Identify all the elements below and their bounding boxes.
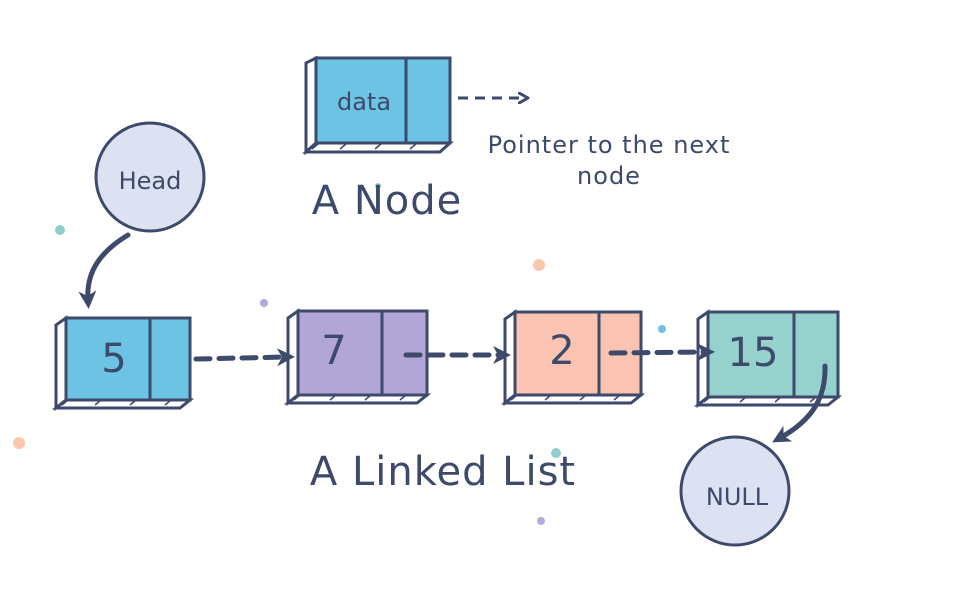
legend-node-fill [314, 56, 452, 145]
decor-dot-teal-2 [551, 448, 561, 458]
list-node-2-value: 7 [321, 328, 346, 374]
decor-dot-purple-2 [537, 517, 545, 525]
decor-dot-teal [55, 225, 65, 235]
pointer-arrow-1-2 [193, 348, 295, 367]
head-circle [94, 121, 206, 233]
list-node-3-fill [513, 310, 643, 397]
null-label: NULL [706, 483, 769, 511]
decor-dot-orange [533, 259, 545, 271]
decor-dot-purple [260, 299, 268, 307]
null-terminator: NULL [679, 435, 791, 547]
list-node-3: 2 [500, 309, 646, 407]
pointer-caption-line1: Pointer to the next [488, 131, 731, 159]
list-node-1-value: 5 [101, 336, 126, 382]
list-node-4-value: 15 [728, 330, 779, 376]
head-pointer: Head [78, 121, 206, 309]
decor-dot-teal-3 [375, 183, 381, 189]
list-node-4: 15 [693, 309, 843, 409]
decor-dot-orange-2 [13, 437, 25, 449]
decor-dot-blue [658, 325, 666, 333]
linked-list-title: A Linked List [310, 449, 576, 495]
legend-data-label: data [337, 88, 391, 116]
head-label: Head [119, 167, 182, 195]
legend-node-box: data [302, 55, 454, 156]
null-arrow [772, 363, 828, 443]
list-node-3-value: 2 [549, 328, 574, 374]
list-node-1-fill [64, 316, 192, 402]
pointer-caption-line2: node [577, 162, 641, 190]
pointer-arrow-3-4 [608, 343, 715, 362]
node-legend-title: A Node [312, 178, 462, 224]
list-node-1: 5 [51, 315, 195, 412]
node-legend: data Pointer to the next node A Node [302, 55, 731, 224]
null-circle [679, 435, 791, 547]
head-arrow [78, 232, 131, 309]
